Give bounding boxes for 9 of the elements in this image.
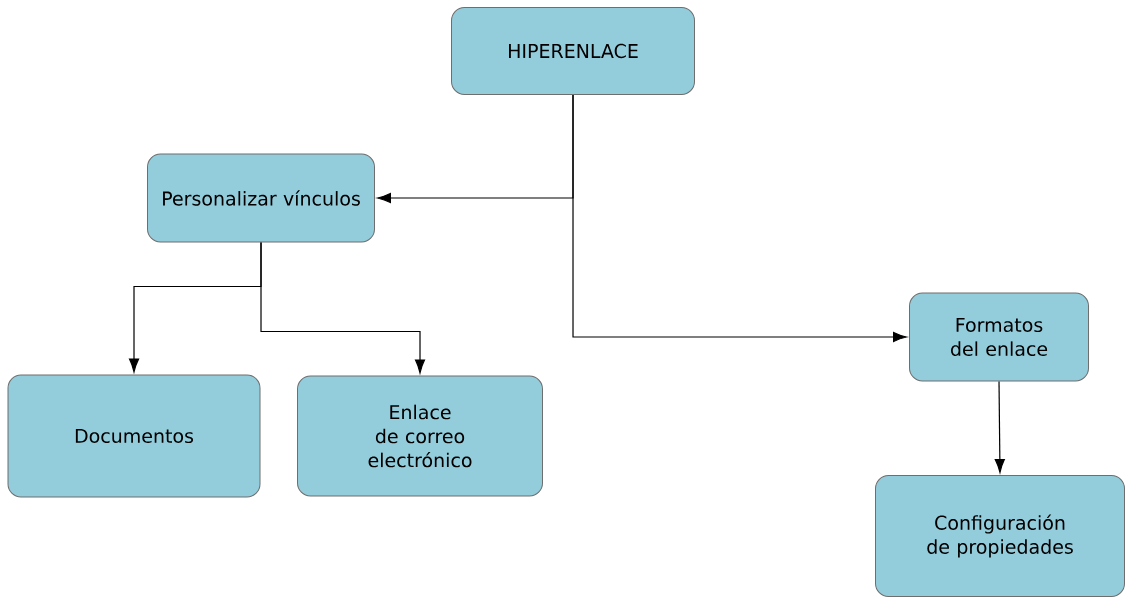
arrow [994, 380, 1005, 473]
concept-box: Configuración de propiedades [875, 475, 1125, 597]
concept-box: Personalizar vínculos [147, 153, 375, 243]
concept-box: Formatos del enlace [909, 292, 1089, 382]
concept-box: Enlace de correo electrónico [297, 375, 543, 497]
concept-box: Documentos [7, 374, 261, 498]
arrow [572, 94, 907, 343]
arrow [260, 241, 426, 374]
concept-box: HIPERENLACE [451, 7, 695, 95]
